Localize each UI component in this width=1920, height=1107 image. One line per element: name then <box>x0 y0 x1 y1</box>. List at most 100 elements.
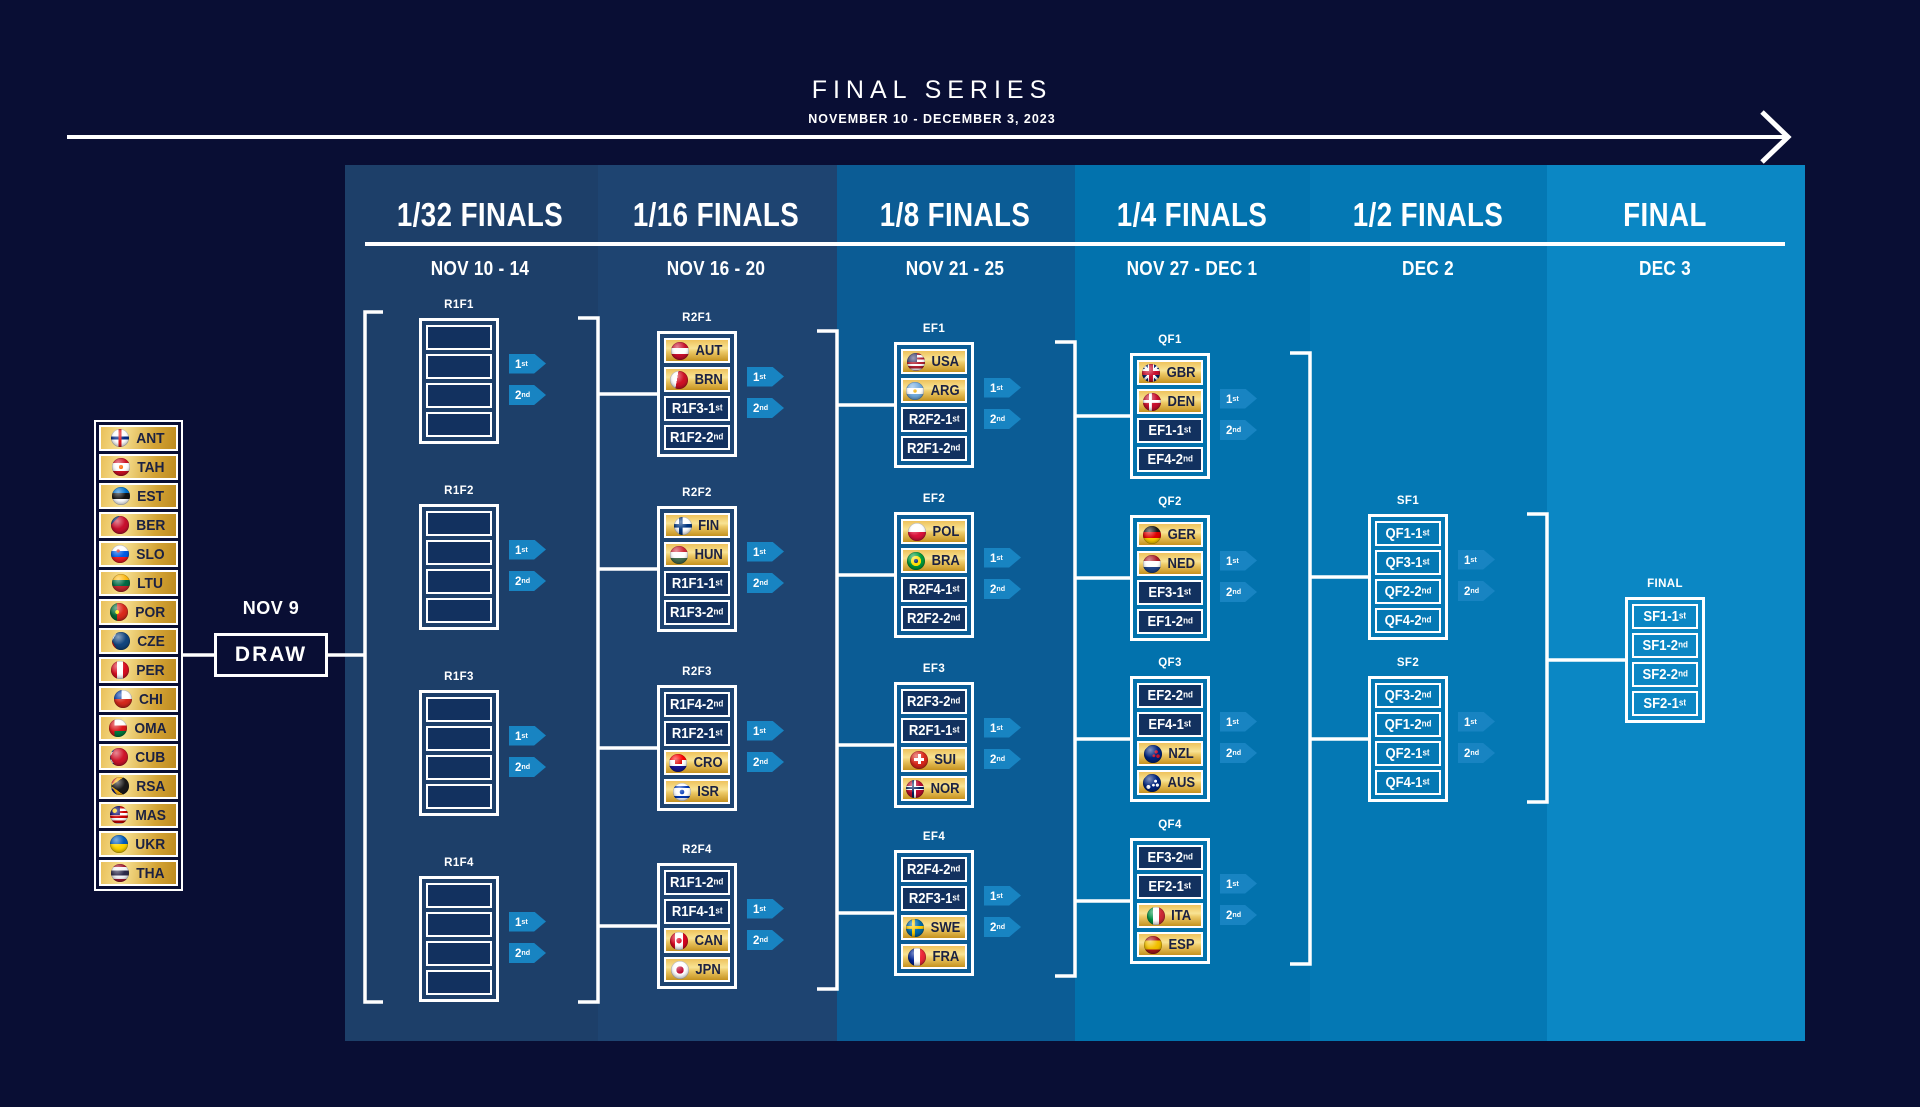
slot-label: EF1-2nd <box>1147 613 1193 630</box>
bra-flag-icon <box>906 551 925 570</box>
match-row: R1F4-1st <box>664 899 730 924</box>
slot-label: QF3-1st <box>1385 554 1431 571</box>
match-row: R1F3-1st <box>664 396 730 421</box>
page-subtitle: NOVEMBER 10 - DECEMBER 3, 2023 <box>808 112 1056 126</box>
slot-label: EF3-1st <box>1148 584 1192 601</box>
qualify-tag-1: 1st <box>747 720 784 741</box>
tha-flag-icon <box>111 864 130 882</box>
slot-label: R2F3-1st <box>908 890 960 907</box>
ltu-flag-icon <box>112 574 131 592</box>
match-row: EF4-2nd <box>1137 447 1203 472</box>
team-code: SWE <box>930 919 961 936</box>
match-row <box>426 941 492 966</box>
match-box-label: EF2 <box>922 493 946 505</box>
qualifier-item: OMA <box>99 715 178 741</box>
team-code: ARG <box>930 382 960 399</box>
qualify-tag-1: 1st <box>1220 550 1257 571</box>
qualify-tag-1: 1st <box>1220 711 1257 732</box>
match-row: ITA <box>1137 903 1203 928</box>
slot-label: R2F3-2nd <box>907 693 961 710</box>
qualifier-code: BER <box>135 516 166 534</box>
match-row <box>426 883 492 908</box>
slot-label: R1F2-1st <box>671 725 723 742</box>
cze-flag-icon <box>111 632 130 650</box>
qualify-tag-2: 2nd <box>984 749 1021 769</box>
qualifier-code: EST <box>137 487 164 505</box>
fin-flag-icon <box>673 516 692 535</box>
slot-label: R1F3-2nd <box>670 604 724 621</box>
match-box-label: EF1 <box>922 323 946 335</box>
ned-flag-icon <box>1143 554 1162 573</box>
match-row: USA <box>901 349 967 374</box>
column-date: NOV 10 - 14 <box>430 258 530 280</box>
draw-box: DRAW <box>214 633 328 677</box>
match-row: R2F4-1st <box>901 577 967 602</box>
match-row: EF2-2nd <box>1137 683 1203 708</box>
match-row: QF1-2nd <box>1375 712 1441 737</box>
match-row: BRA <box>901 548 967 573</box>
match-row <box>426 511 492 536</box>
qualify-tag-1: 1st <box>747 541 784 562</box>
column-date: DEC 2 <box>1402 258 1454 280</box>
isr-flag-icon <box>673 782 692 801</box>
team-code: AUS <box>1167 774 1196 791</box>
slot-label: SF2-1st <box>1643 695 1687 712</box>
match-box-label: QF2 <box>1158 496 1182 508</box>
match-box-label: R1F4 <box>444 857 474 869</box>
match-row <box>426 325 492 350</box>
match-row <box>426 598 492 623</box>
match-row: CRO <box>664 750 730 775</box>
ber-flag-icon <box>110 516 129 534</box>
por-flag-icon <box>110 603 129 621</box>
match-row <box>426 569 492 594</box>
fra-flag-icon <box>907 947 926 966</box>
match-box-label: R2F2 <box>682 487 712 499</box>
match-row: FIN <box>664 513 730 538</box>
qualifier-item: ANT <box>99 425 178 451</box>
arg-flag-icon <box>906 381 925 400</box>
slot-label: R2F2-2nd <box>907 610 961 627</box>
match-row <box>426 354 492 379</box>
ant-flag-icon <box>111 429 130 447</box>
cro-flag-icon <box>669 753 688 772</box>
match-row: R2F1-2nd <box>901 436 967 461</box>
match-box-r1f4 <box>419 876 499 1002</box>
qualify-tag-2: 2nd <box>747 398 784 418</box>
qualify-tag-2: 2nd <box>509 757 546 777</box>
qualifier-code: THA <box>136 864 165 882</box>
den-flag-icon <box>1143 392 1162 411</box>
qualify-tag-2: 2nd <box>984 579 1021 599</box>
match-row: POL <box>901 519 967 544</box>
match-row: CAN <box>664 928 730 953</box>
slot-label: QF2-2nd <box>1384 583 1432 600</box>
slot-label: EF4-2nd <box>1147 451 1193 468</box>
qualifier-item: CZE <box>99 628 178 654</box>
swe-flag-icon <box>905 918 924 937</box>
match-row: QF2-1st <box>1375 741 1441 766</box>
slot-label: SF2-2nd <box>1642 666 1688 683</box>
qualify-tag-2: 2nd <box>747 930 784 950</box>
slot-label: R2F2-1st <box>908 411 960 428</box>
match-row: NOR <box>901 776 967 801</box>
qualifier-code: SLO <box>136 545 165 563</box>
match-row <box>426 726 492 751</box>
column-date: NOV 27 - DEC 1 <box>1126 258 1258 280</box>
qualify-tag-2: 2nd <box>1458 743 1495 763</box>
qualifier-code: MAS <box>135 806 166 824</box>
match-row: EF1-2nd <box>1137 609 1203 634</box>
match-box-label: R2F4 <box>682 844 712 856</box>
slot-label: EF2-2nd <box>1147 687 1193 704</box>
match-box-label: R2F1 <box>682 312 712 324</box>
ukr-flag-icon <box>110 835 129 853</box>
qualify-tag-1: 1st <box>1220 873 1257 894</box>
match-row: R2F3-1st <box>901 886 967 911</box>
qualifier-item: RSA <box>99 773 178 799</box>
match-row: BRN <box>664 367 730 392</box>
match-box-label: R1F3 <box>444 671 474 683</box>
match-row: JPN <box>664 957 730 982</box>
